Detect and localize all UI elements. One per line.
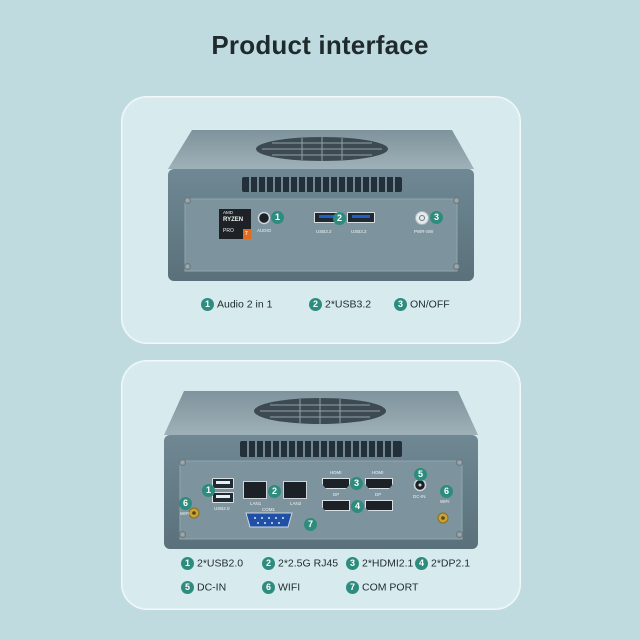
cpu-badge-line1: RYZEN (223, 217, 244, 223)
legend-label: 2*DP2.1 (431, 557, 471, 570)
page-title: Product interface (211, 30, 429, 60)
legend-number: 1 (201, 298, 214, 311)
legend-label: COM PORT (362, 581, 419, 594)
usb32-port-b (347, 212, 375, 223)
legend-number: 2 (262, 557, 275, 570)
legend-label: ON/OFF (410, 298, 450, 311)
legend-label: WIFI (278, 581, 301, 594)
wifi-left-label: WIFI (180, 511, 190, 516)
screw-icon (456, 459, 463, 466)
legend-label: 2*USB2.0 (197, 557, 244, 570)
callout-3: 3 (430, 211, 443, 224)
usb32-label-a: USB3.2 (316, 229, 332, 234)
dp1-port (322, 500, 350, 511)
dc-in-label: DC-IN (413, 494, 426, 499)
screw-icon (456, 531, 463, 538)
legend-number: 4 (415, 557, 428, 570)
legend-number: 5 (181, 581, 194, 594)
com-label: COM1 (262, 507, 276, 512)
callout-6-right: 6 (440, 485, 453, 498)
screw-icon (184, 197, 191, 204)
cpu-badge-tier: 7 (245, 231, 248, 237)
dp2-label: DP (375, 492, 382, 497)
audio-jack (257, 211, 271, 225)
legend-number: 1 (181, 557, 194, 570)
screw-icon (184, 263, 191, 270)
legend-number: 7 (346, 581, 359, 594)
callout-6-left: 6 (179, 497, 192, 510)
lan1-label: LAN1 (250, 501, 262, 506)
legend-label: 2*2.5G RJ45 (278, 557, 339, 570)
cpu-badge-brand: AMD (223, 210, 233, 215)
hdmi2-label: HDMI (372, 470, 384, 475)
legend-label: 2*HDMI2.1 (362, 557, 414, 570)
lan1-port (243, 481, 267, 499)
screw-icon (453, 263, 460, 270)
rear-device-illustration (164, 391, 478, 549)
front-panel-card: AMD RYZEN PRO 7 AUDIO 1 USB3.2 USB3.2 2 … (121, 96, 521, 344)
dp1-label: DP (333, 492, 340, 497)
callout-2: 2 (333, 212, 346, 225)
usb20-port-b (212, 492, 234, 503)
legend-number: 2 (309, 298, 322, 311)
legend-number: 3 (394, 298, 407, 311)
cpu-badge-line2: PRO (223, 228, 234, 234)
legend-number: 3 (346, 557, 359, 570)
com-port (245, 512, 293, 528)
screw-icon (179, 531, 186, 538)
hdmi2-port (365, 478, 393, 489)
callout-1: 1 (202, 484, 215, 497)
legend-label: DC-IN (197, 581, 227, 594)
legend-label: 2*USB3.2 (325, 298, 372, 311)
hdmi1-port (322, 478, 350, 489)
lan2-label: LAN2 (290, 501, 302, 506)
usb20-label: USB2.0 (214, 506, 230, 511)
rear-panel-card: USB2.0 1 LAN1 LAN2 2 HDMI HDMI 3 DP DP 4… (121, 360, 521, 610)
callout-4: 4 (351, 500, 364, 513)
screw-icon (179, 459, 186, 466)
dp2-port (365, 500, 393, 511)
screw-icon (453, 197, 460, 204)
callout-1: 1 (271, 211, 284, 224)
lan2-port (283, 481, 307, 499)
callout-7: 7 (304, 518, 317, 531)
usb32-label-b: USB3.2 (351, 229, 367, 234)
power-button (415, 211, 429, 225)
front-device-illustration (168, 130, 474, 281)
wifi-right-label: WIFI (440, 499, 450, 504)
legend-number: 6 (262, 581, 275, 594)
hdmi1-label: HDMI (330, 470, 342, 475)
legend-label: Audio 2 in 1 (217, 298, 273, 311)
callout-5: 5 (414, 468, 427, 481)
audio-port-label: AUDIO (257, 228, 272, 233)
callout-3: 3 (350, 477, 363, 490)
power-switch-label: PWR-SW (414, 229, 434, 234)
usb20-port-a (212, 478, 234, 489)
callout-2: 2 (268, 485, 281, 498)
